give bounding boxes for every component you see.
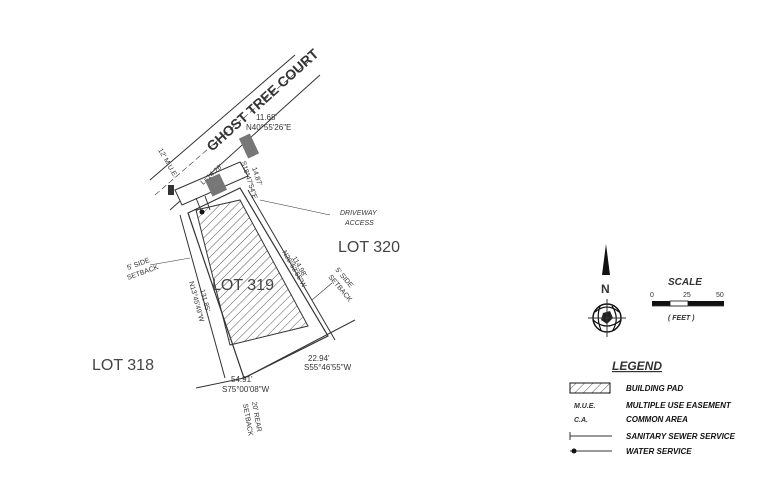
legend-ca-key: C.A.: [574, 417, 588, 424]
scale-unit: ( FEET ): [668, 315, 695, 322]
scale-tick-25: 25: [683, 292, 691, 299]
legend-title: LEGEND: [612, 359, 662, 373]
utility-services: [195, 195, 211, 215]
north-arrow: N: [588, 244, 626, 337]
bottom-left-distance: 54.91': [231, 375, 253, 384]
scale-tick-0: 0: [650, 292, 654, 299]
common-area-block: [238, 133, 260, 159]
legend-building-pad-swatch: [569, 382, 611, 394]
water-service-marker: [199, 209, 205, 215]
north-arrow-icon: [602, 244, 610, 275]
bottom-right-bearing: S55°46'55"W: [304, 363, 352, 372]
legend-mue-key: M.U.E.: [574, 403, 595, 410]
lot-320-label: LOT 320: [338, 239, 400, 256]
legend: LEGEND BUILDING PAD M.U.E. MULTIPLE USE …: [569, 359, 736, 456]
legend-ca-label: COMMON AREA: [626, 415, 688, 424]
bottom-left-bearing: S75°00'08"W: [222, 385, 270, 394]
street-name: GHOST TREE COURT: [203, 45, 322, 154]
bottom-right-distance: 22.94': [308, 354, 330, 363]
north-letter: N: [601, 282, 610, 296]
top-bearing: N40°55'26"E: [246, 123, 291, 132]
driveway-block: [204, 173, 228, 197]
driveway-callout-2: ACCESS: [344, 220, 374, 227]
legend-mue-label: MULTIPLE USE EASEMENT: [626, 401, 732, 410]
front-mark: [168, 185, 174, 195]
scale-title: SCALE: [668, 277, 702, 288]
dimension-labels: 11.68' N40°55'26"E L=14.26' 14.87' S18°4…: [187, 113, 352, 394]
mue-callout: 12' M.U.E.: [156, 148, 178, 180]
driveway-callout-1: DRIVEWAY: [340, 210, 378, 217]
legend-water-label: WATER SERVICE: [626, 447, 692, 456]
lot-318-label: LOT 318: [92, 357, 154, 374]
lot-319-label: LOT 319: [212, 277, 274, 294]
scale-tick-50: 50: [716, 292, 724, 299]
legend-sewer-label: SANITARY SEWER SERVICE: [626, 432, 736, 441]
street: GHOST TREE COURT: [149, 45, 322, 211]
top-distance: 11.68': [256, 113, 277, 122]
scale-bar: SCALE 0 25 50 ( FEET ): [650, 277, 724, 322]
legend-building-pad-label: BUILDING PAD: [626, 384, 683, 393]
building-pad: [195, 199, 309, 346]
